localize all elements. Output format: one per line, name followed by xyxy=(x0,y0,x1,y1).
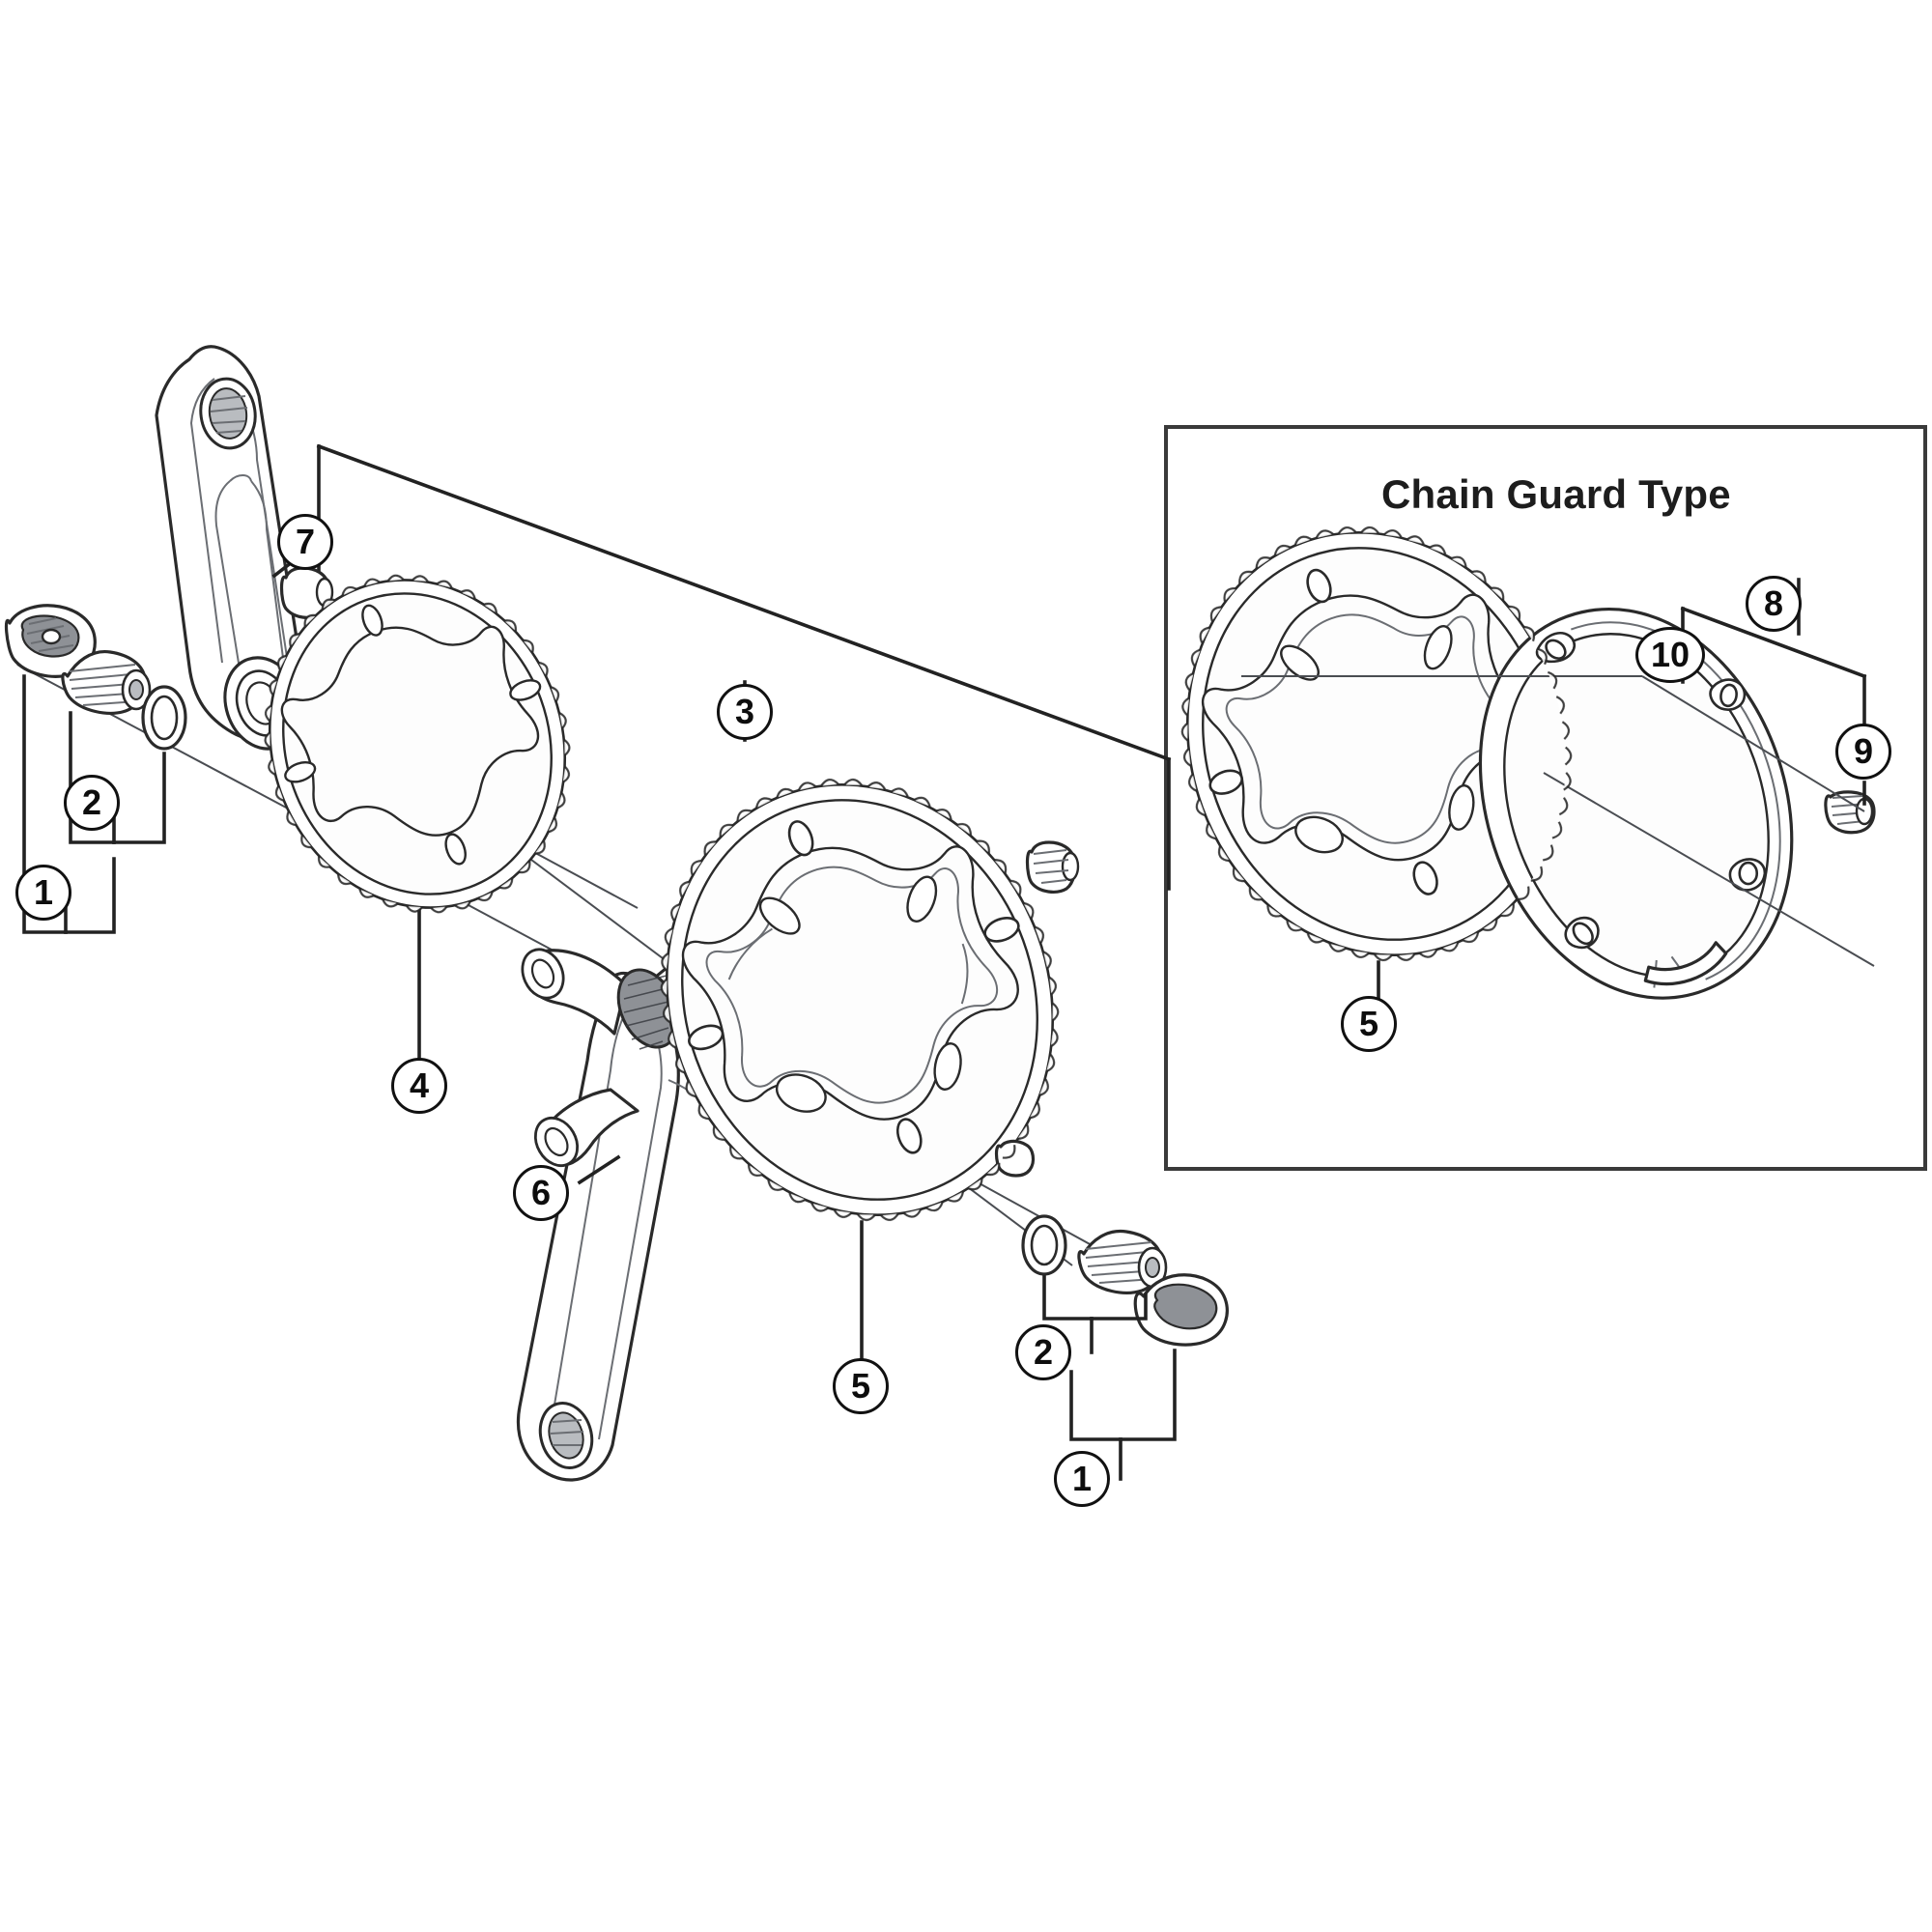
inner-chainring xyxy=(268,579,567,1061)
chain-guard-panel-border xyxy=(1164,425,1927,1171)
callout-5-main[interactable]: 5 xyxy=(833,1358,889,1414)
callout-9[interactable]: 9 xyxy=(1835,724,1891,780)
right-crank-washer xyxy=(1021,1214,1067,1276)
right-crank-bolt xyxy=(1077,1229,1168,1294)
callout-label: 2 xyxy=(1033,1332,1054,1372)
callout-2-left[interactable]: 2 xyxy=(64,775,120,831)
callout-label: 6 xyxy=(530,1173,552,1212)
callout-10[interactable]: 10 xyxy=(1635,627,1705,683)
callout-7[interactable]: 7 xyxy=(277,514,333,570)
chainring-bolt-set xyxy=(279,443,1172,894)
chain-guard-ring xyxy=(1478,607,1794,1000)
left-crank-washer xyxy=(141,685,187,751)
left-crank-cap xyxy=(4,604,97,678)
callout-label: 9 xyxy=(1853,731,1874,771)
chain-guard-fixing-bolt xyxy=(1824,790,1876,835)
callout-label: 8 xyxy=(1763,583,1784,623)
chain-guard-panel-title: Chain Guard Type xyxy=(1381,471,1731,517)
chain-guard-panel-leaders xyxy=(1241,578,1875,967)
left-crank-arm xyxy=(155,345,312,751)
chainring-tooth-detail xyxy=(264,526,1573,1222)
callout-1-right[interactable]: 1 xyxy=(1054,1451,1110,1507)
right-crank-fixing-parts xyxy=(1021,1214,1229,1481)
callout-label: 4 xyxy=(409,1065,430,1105)
callout-6[interactable]: 6 xyxy=(513,1165,569,1221)
callout-8[interactable]: 8 xyxy=(1746,576,1802,632)
callout-label: 1 xyxy=(1071,1459,1093,1498)
callout-label: 10 xyxy=(1650,635,1690,674)
callout-label: 5 xyxy=(850,1366,871,1406)
chain-guard-outer-chainring xyxy=(1185,530,1568,1028)
callout-label: 7 xyxy=(295,522,316,561)
callout-label: 3 xyxy=(734,692,755,731)
callout-2-right[interactable]: 2 xyxy=(1015,1324,1071,1380)
callout-3[interactable]: 3 xyxy=(717,684,773,740)
callout-4[interactable]: 4 xyxy=(391,1058,447,1114)
outer-chainring xyxy=(665,783,1055,1380)
chainring-bolt-lower xyxy=(1025,840,1080,894)
left-crank-fixing-parts xyxy=(4,604,187,934)
callout-label: 2 xyxy=(81,782,102,822)
callout-label: 1 xyxy=(33,872,54,912)
callout-label: 5 xyxy=(1358,1004,1379,1043)
callout-5-inset[interactable]: 5 xyxy=(1341,996,1397,1052)
right-crank-cap xyxy=(1133,1273,1229,1347)
left-crank-bolt xyxy=(61,650,152,715)
callout-1-left[interactable]: 1 xyxy=(15,865,71,921)
